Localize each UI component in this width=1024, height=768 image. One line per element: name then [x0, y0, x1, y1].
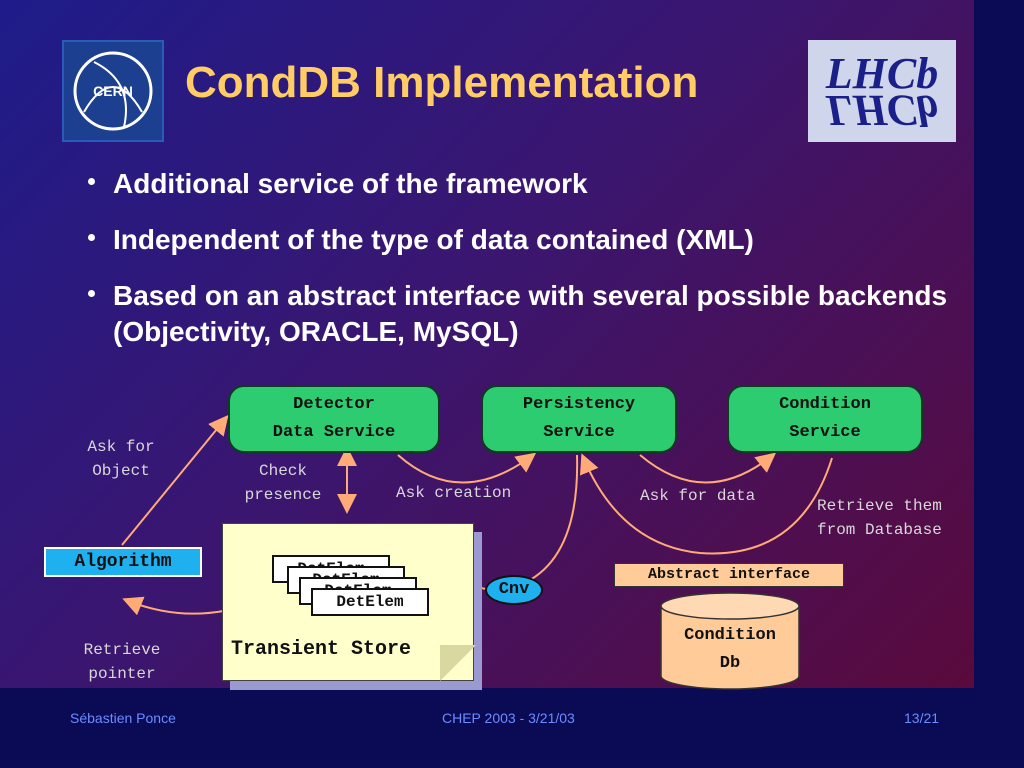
lhcb-logo-text: LHCb — [825, 49, 938, 98]
footer-page-number: 13/21 — [904, 710, 940, 726]
lhcb-logo-graphic: LHCb LHCb — [808, 40, 956, 142]
footer-author: Sébastien Ponce — [70, 710, 176, 726]
persistency-service-box: Persistency Service — [481, 385, 677, 453]
bullet-dot-icon — [88, 234, 95, 241]
bullet-dot-icon — [88, 178, 95, 185]
cern-logo-text: CERN — [93, 83, 133, 99]
label-ask-for-object: Ask for Object — [87, 438, 155, 480]
slide-title: CondDB Implementation — [185, 58, 699, 107]
det-elem-box: DetElem — [311, 588, 429, 616]
bullet-text: Based on an abstract interface with seve… — [113, 280, 948, 347]
footer-bar — [0, 688, 974, 768]
bullet-item: Independent of the type of data containe… — [88, 222, 968, 258]
persistency-service-label: Persistency Service — [522, 395, 636, 442]
detector-data-service-box: Detector Data Service — [228, 385, 440, 453]
cern-logo-graphic: CERN — [73, 51, 153, 131]
abstract-interface-box: Abstract interface — [614, 563, 844, 587]
right-band — [974, 0, 1024, 768]
label-ask-for-data: Ask for data — [640, 487, 756, 505]
cern-logo: CERN — [62, 40, 164, 142]
bullet-dot-icon — [88, 290, 95, 297]
label-ask-creation: Ask creation — [396, 484, 512, 502]
condition-db-label: Condition Db — [684, 626, 776, 673]
bullet-item: Based on an abstract interface with seve… — [88, 278, 968, 350]
condition-service-box: Condition Service — [727, 385, 923, 453]
label-retrieve-pointer: Retrieve pointer — [83, 641, 161, 683]
lhcb-logo: LHCb LHCb — [808, 40, 956, 142]
bullet-list: Additional service of the framework Inde… — [88, 166, 968, 370]
footer-conference: CHEP 2003 - 3/21/03 — [442, 710, 575, 726]
bullet-item: Additional service of the framework — [88, 166, 968, 202]
label-check-presence: Check presence — [244, 462, 322, 504]
transient-store-folded-corner — [440, 645, 476, 681]
bullet-text: Independent of the type of data containe… — [113, 224, 754, 255]
condition-service-label: Condition Service — [779, 395, 871, 442]
condition-db-cylinder — [660, 592, 800, 690]
cnv-ellipse: Cnv — [485, 575, 543, 605]
label-retrieve-from-database: Retrieve them from Database — [817, 497, 942, 539]
lhcb-logo-reflection: LHCb — [825, 86, 938, 135]
algorithm-box: Algorithm — [44, 547, 202, 577]
bullet-text: Additional service of the framework — [113, 168, 588, 199]
detector-data-service-label: Detector Data Service — [272, 395, 396, 442]
transient-store-label: Transient Store — [231, 638, 412, 661]
